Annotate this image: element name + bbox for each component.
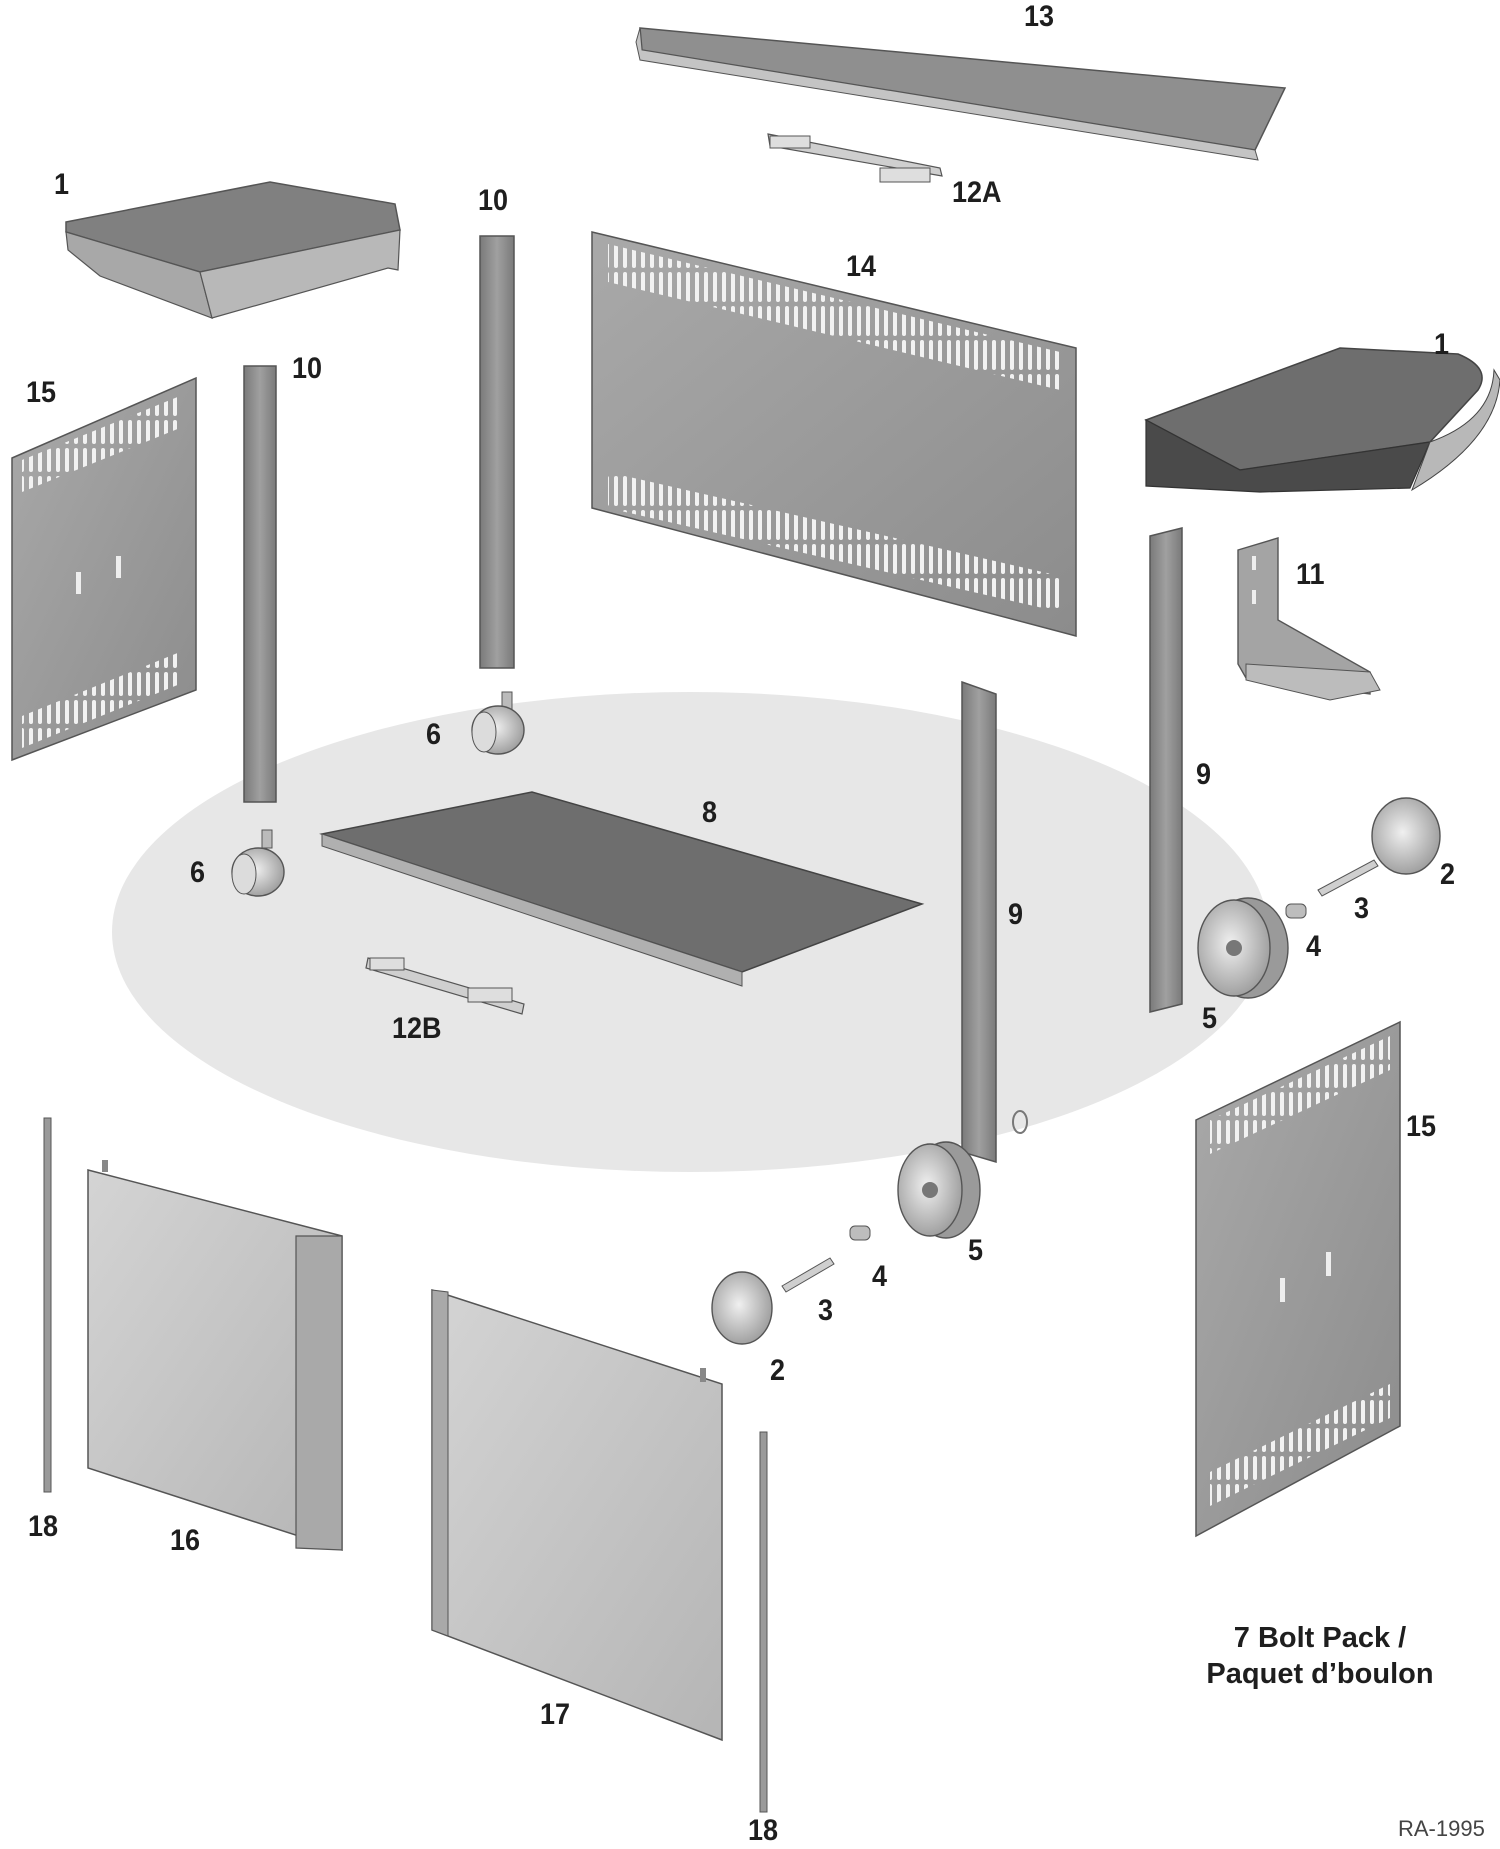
part-18-right-hinge-rod [759, 1431, 768, 1813]
part-1-right-side-shelf [1144, 347, 1500, 493]
label-part-17: 17 [540, 1698, 571, 1731]
label-part-9-front: 9 [1008, 898, 1024, 931]
label-part-10-back: 10 [478, 184, 509, 217]
label-part-9-back: 9 [1196, 758, 1212, 791]
label-part-4-right: 4 [1306, 930, 1322, 963]
label-part-5-right: 5 [1202, 1002, 1218, 1035]
bolt-pack-line-2: Paquet d’boulon [1206, 1658, 1434, 1691]
label-part-15-right: 15 [1406, 1110, 1437, 1143]
part-10-front-leg [243, 365, 277, 803]
part-1-left-side-shelf [65, 181, 401, 319]
part-13-top-shelf [635, 27, 1287, 161]
label-part-13: 13 [1024, 0, 1055, 33]
part-2-right-hubcap [1371, 797, 1441, 875]
label-part-4-front: 4 [872, 1260, 888, 1293]
part-4-front-spacer [849, 1225, 871, 1241]
label-part-8: 8 [702, 796, 718, 829]
part-12a-bracket [767, 133, 943, 183]
part-12b-bracket [365, 957, 525, 1015]
part-9-back-leg [1149, 527, 1183, 1013]
label-part-1-right: 1 [1434, 328, 1450, 361]
part-6-back-caster [471, 691, 525, 755]
label-part-6-back: 6 [426, 718, 442, 751]
label-part-11: 11 [1296, 558, 1325, 591]
label-part-2-front: 2 [770, 1354, 786, 1387]
drawing-code: RA-1995 [1398, 1816, 1485, 1841]
part-2-front-hubcap [711, 1271, 773, 1345]
label-part-15-left: 15 [26, 376, 57, 409]
part-5-front-wheel [897, 1141, 981, 1239]
bolt-pack-line-1: 7 Bolt Pack / [1233, 1622, 1407, 1654]
label-part-6-front: 6 [190, 856, 206, 889]
label-part-12a: 12A [952, 176, 1002, 209]
label-part-2-right: 2 [1440, 858, 1456, 891]
part-16-left-door [87, 1160, 343, 1552]
label-part-10-front: 10 [292, 352, 323, 385]
part-18-left-hinge-rod [43, 1117, 52, 1493]
part-15-right-side-panel [1195, 1020, 1401, 1538]
label-part-3-right: 3 [1354, 892, 1370, 925]
bolt-pack-note: 7 Bolt Pack / Paquet d’boulon [1180, 1620, 1460, 1693]
label-part-3-front: 3 [818, 1294, 834, 1327]
part-10-back-leg [479, 235, 515, 669]
part-15-left-side-panel [11, 376, 197, 762]
label-part-5-front: 5 [968, 1234, 984, 1267]
part-9-front-leg [961, 680, 1028, 1164]
label-part-18-left: 18 [28, 1510, 59, 1543]
part-8-bottom-shelf [319, 791, 925, 987]
part-3-front-axle-bolt [781, 1257, 835, 1293]
label-part-18-right: 18 [748, 1814, 779, 1847]
label-part-12b: 12B [392, 1012, 442, 1045]
part-17-right-door [431, 1288, 723, 1742]
part-14-back-panel [591, 231, 1077, 637]
part-4-right-spacer [1285, 903, 1307, 919]
part-5-right-wheel [1197, 897, 1289, 999]
label-part-1-left: 1 [54, 168, 70, 201]
label-part-16: 16 [170, 1524, 201, 1557]
part-3-right-axle-bolt [1317, 859, 1379, 897]
label-part-14: 14 [846, 250, 877, 283]
part-6-front-caster [231, 829, 285, 897]
part-11-tank-bracket [1237, 537, 1381, 701]
